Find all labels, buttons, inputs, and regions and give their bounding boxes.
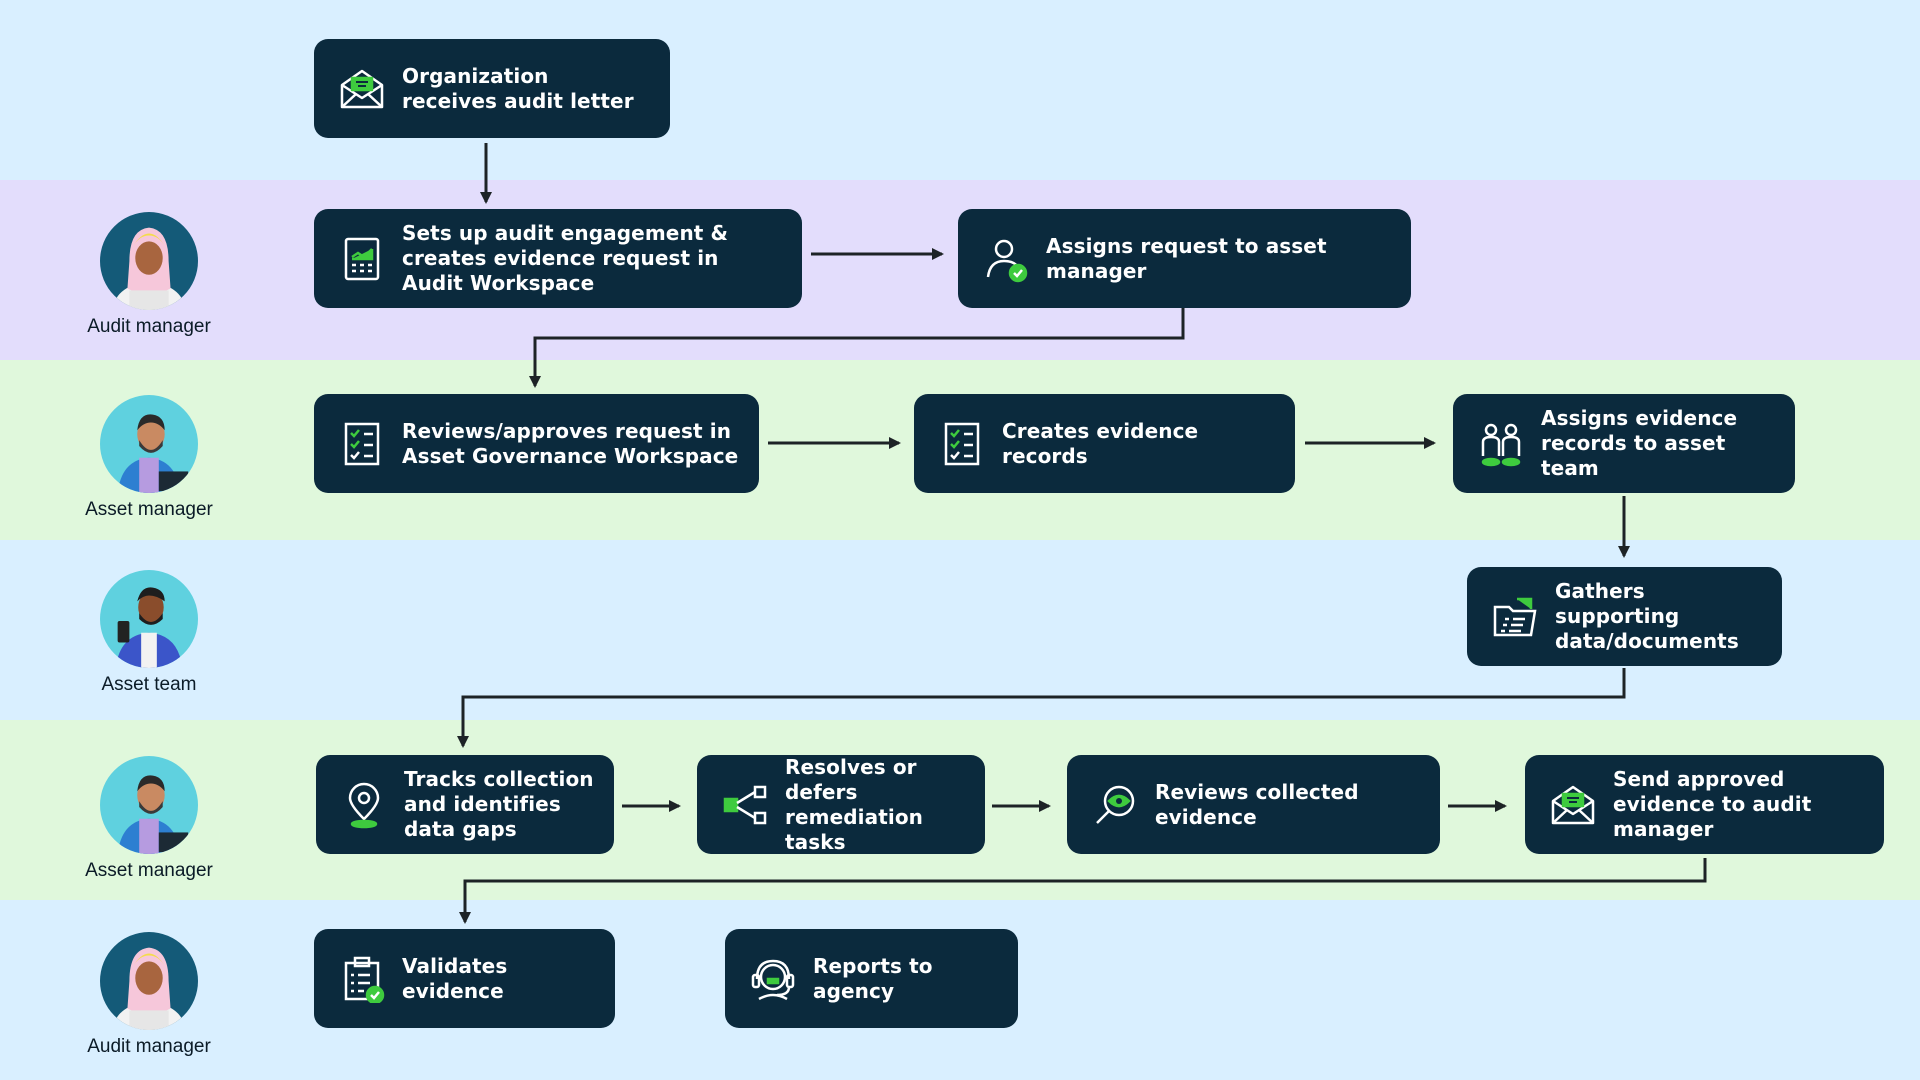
- step-label: Reviews/approves request in Asset Govern…: [402, 418, 739, 468]
- step-validate-evidence: Validates evidence: [314, 929, 615, 1028]
- role-label: Audit manager: [87, 1036, 211, 1057]
- step-gather-data: Gathers supporting data/documents: [1467, 567, 1782, 666]
- step-track-collection: Tracks collection and identifies data ga…: [316, 755, 614, 854]
- headset-icon: [749, 955, 797, 1003]
- envelope-icon: [338, 65, 386, 113]
- step-label: Gathers supporting data/documents: [1555, 579, 1739, 653]
- location-pin-icon: [340, 781, 388, 829]
- role-label: Asset team: [101, 674, 197, 695]
- step-label: Resolves or defers remediation tasks: [785, 754, 923, 854]
- checklist-icon: [338, 420, 386, 468]
- step-label: Assigns evidence records to asset team: [1541, 406, 1738, 480]
- step-assign-records: Assigns evidence records to asset team: [1453, 394, 1795, 493]
- envelope-icon: [1549, 781, 1597, 829]
- step-report-agency: Reports to agency: [725, 929, 1018, 1028]
- spreadsheet-icon: [338, 235, 386, 283]
- step-assign-request: Assigns request to asset manager: [958, 209, 1411, 308]
- user-check-icon: [982, 235, 1030, 283]
- asset-team-avatar: [100, 570, 198, 668]
- step-create-records: Creates evidence records: [914, 394, 1295, 493]
- role-label: Audit manager: [87, 316, 211, 337]
- arrow-send-to-validate: [459, 858, 1707, 924]
- step-review-request: Reviews/approves request in Asset Govern…: [314, 394, 759, 493]
- role-asset-manager-2: Asset manager: [49, 756, 249, 882]
- step-review-evidence: Reviews collected evidence: [1067, 755, 1440, 854]
- step-receive-letter: Organization receives audit letter: [314, 39, 670, 138]
- step-label: Reviews collected evidence: [1155, 779, 1359, 829]
- role-label: Asset manager: [85, 860, 213, 881]
- step-label: Tracks collection and identifies data ga…: [404, 767, 594, 841]
- arrow-assign-to-review: [529, 308, 1185, 388]
- workflow-icon: [721, 781, 769, 829]
- step-resolve-tasks: Resolves or defers remediation tasks: [697, 755, 985, 854]
- folder-icon: [1491, 593, 1539, 641]
- step-label: Creates evidence records: [1002, 418, 1199, 468]
- step-label: Organization receives audit letter: [402, 63, 634, 113]
- step-send-evidence: Send approved evidence to audit manager: [1525, 755, 1884, 854]
- team-icon: [1477, 420, 1525, 468]
- checklist-icon: [938, 420, 986, 468]
- role-label: Asset manager: [85, 499, 213, 520]
- role-asset-manager-1: Asset manager: [49, 395, 249, 521]
- role-asset-team: Asset team: [49, 570, 249, 696]
- audit-manager-avatar: [100, 212, 198, 310]
- step-setup-engagement: Sets up audit engagement & creates evide…: [314, 209, 802, 308]
- step-label: Reports to agency: [813, 953, 933, 1003]
- step-label: Send approved evidence to audit manager: [1613, 767, 1812, 841]
- clipboard-check-icon: [338, 955, 386, 1003]
- asset-manager-avatar: [100, 395, 198, 493]
- magnifier-eye-icon: [1091, 781, 1139, 829]
- asset-manager-avatar: [100, 756, 198, 854]
- audit-manager-avatar: [100, 932, 198, 1030]
- role-audit-manager-2: Audit manager: [49, 932, 249, 1058]
- arrow-gather-to-track: [457, 668, 1626, 748]
- role-audit-manager-1: Audit manager: [49, 212, 249, 338]
- step-label: Validates evidence: [402, 953, 508, 1003]
- step-label: Assigns request to asset manager: [1046, 233, 1327, 283]
- step-label: Sets up audit engagement & creates evide…: [402, 221, 729, 295]
